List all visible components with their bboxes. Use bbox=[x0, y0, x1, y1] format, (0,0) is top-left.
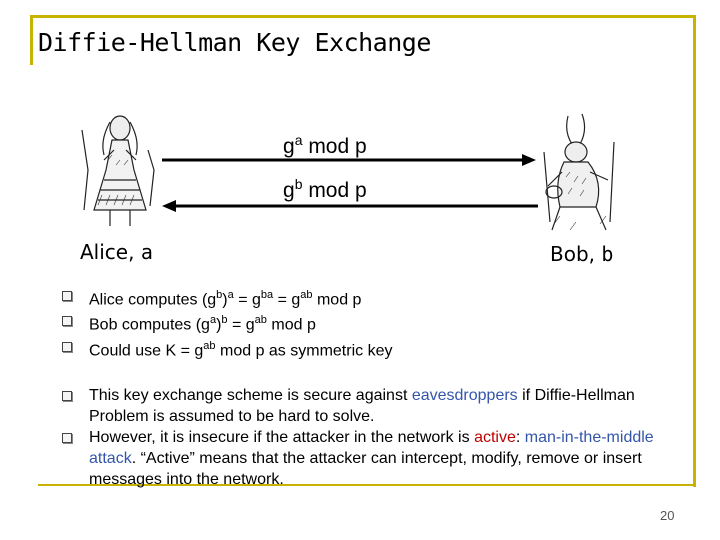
alice-label: Alice, a bbox=[80, 240, 153, 264]
bullet-symmetric-key: Could use K = gab mod p as symmetric key bbox=[60, 336, 660, 361]
alice-illustration bbox=[81, 115, 155, 226]
bottom-rule bbox=[38, 484, 696, 486]
bullet-marker-icon bbox=[62, 341, 72, 352]
msg-to-alice-base: g bbox=[283, 179, 295, 202]
arrow-to-alice bbox=[162, 200, 538, 212]
active-highlight: active bbox=[474, 428, 516, 446]
bullet-man-in-the-middle: However, it is insecure if the attacker … bbox=[60, 427, 660, 490]
mitm-highlight: man-in-the-middle attack bbox=[89, 428, 654, 467]
msg-to-bob-label: ga mod p bbox=[283, 132, 367, 159]
bullet-marker-icon bbox=[62, 291, 72, 301]
bob-name: Bob, bbox=[550, 242, 596, 266]
msg-to-alice-label: gb mod p bbox=[283, 176, 367, 203]
msg-to-alice-exp: b bbox=[294, 176, 303, 192]
slide-title: Diffie-Hellman Key Exchange bbox=[38, 28, 431, 57]
bullet-marker-icon bbox=[62, 432, 72, 443]
arrow-to-bob bbox=[162, 154, 536, 166]
msg-to-bob-base: g bbox=[283, 135, 295, 158]
page-number: 20 bbox=[660, 508, 675, 523]
msg-to-bob-rest: mod p bbox=[302, 135, 367, 158]
bullet-list: Alice computes (gb)a = gba = gab mod p B… bbox=[60, 285, 660, 490]
bullet-marker-icon bbox=[62, 390, 72, 401]
bullet-alice-computes: Alice computes (gb)a = gba = gab mod p bbox=[60, 285, 660, 310]
bullet-bob-computes: Bob computes (ga)b = gab mod p bbox=[60, 310, 660, 335]
bullet-eavesdroppers: This key exchange scheme is secure again… bbox=[60, 385, 660, 427]
msg-to-bob-exp: a bbox=[294, 132, 303, 148]
right-rule bbox=[693, 15, 696, 487]
eavesdroppers-highlight: eavesdroppers bbox=[411, 386, 518, 404]
bob-secret: b bbox=[601, 242, 614, 266]
bob-label: Bob, b bbox=[550, 242, 613, 266]
msg-to-alice-rest: mod p bbox=[302, 179, 367, 202]
alice-name: Alice, bbox=[80, 240, 135, 264]
bob-illustration bbox=[543, 113, 615, 231]
alice-secret: a bbox=[140, 240, 153, 264]
bullet-marker-icon bbox=[62, 316, 72, 327]
